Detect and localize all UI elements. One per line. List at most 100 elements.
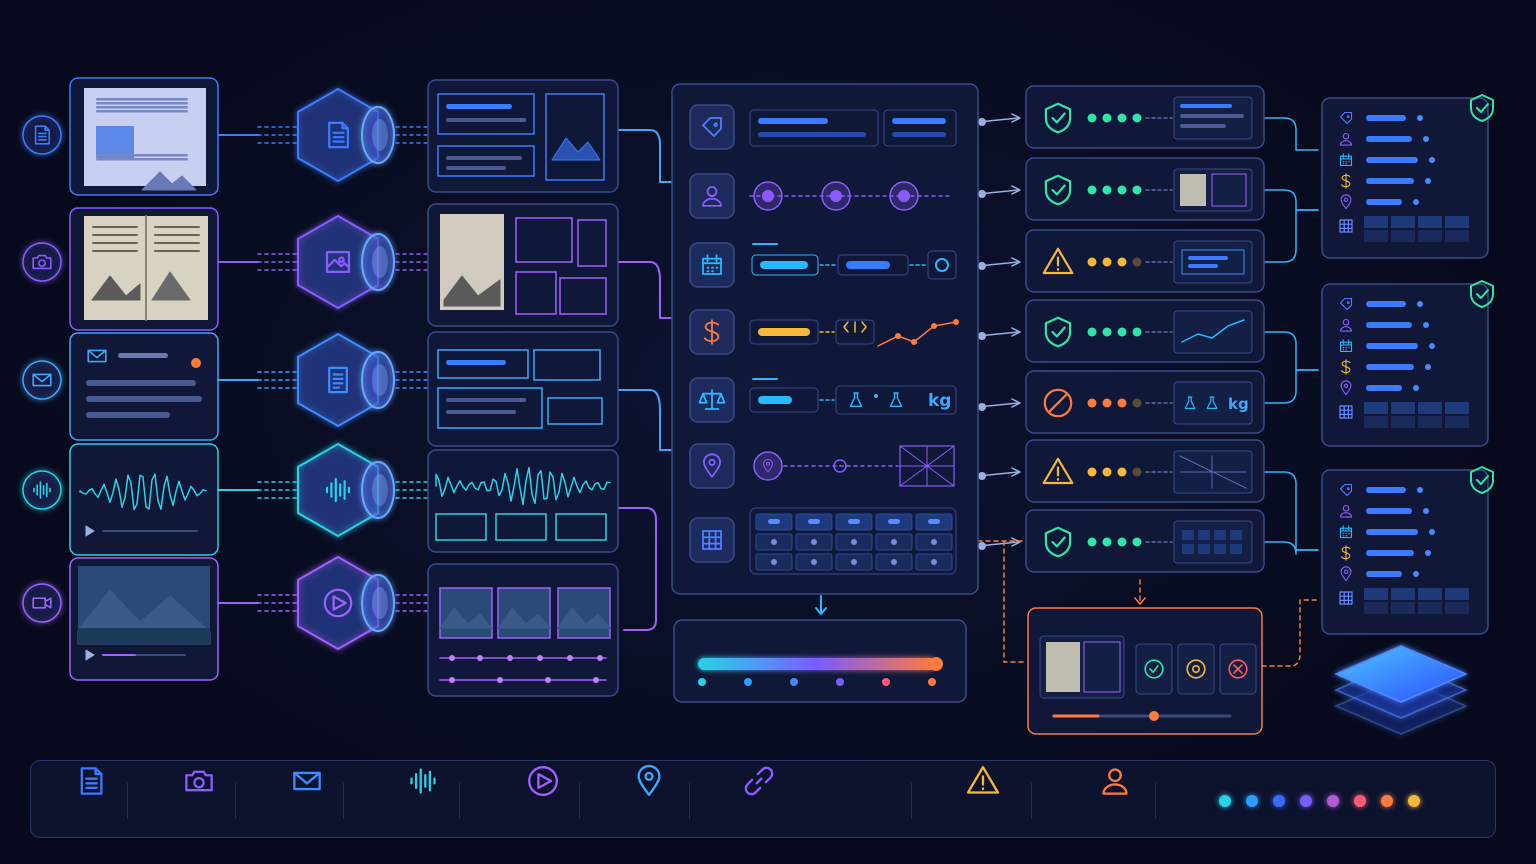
extraction-field-6 — [689, 507, 957, 575]
timeline-marker — [449, 677, 455, 683]
camera-icon — [185, 770, 213, 792]
table-header-mark — [888, 519, 900, 524]
ocr-lens-1 — [297, 214, 395, 310]
validation-dot — [1117, 185, 1127, 195]
table-cell-mark — [931, 559, 937, 565]
flask-icon — [849, 392, 863, 407]
notebook-text-line — [154, 242, 200, 244]
database-stack — [1334, 645, 1468, 735]
timeline-marker — [597, 655, 603, 661]
legend-bar — [30, 760, 1496, 838]
lens-glass — [361, 574, 395, 632]
legend-user-icon[interactable] — [1095, 761, 1135, 801]
lens-glass-inner — [372, 119, 388, 151]
flask-icon — [1206, 396, 1218, 410]
output-table-cell — [1445, 588, 1469, 600]
preview-line — [1180, 124, 1226, 128]
stage-dot — [744, 678, 752, 686]
output-field-dot — [1413, 199, 1419, 205]
output-table-cell — [1418, 588, 1442, 600]
legend-dot — [1381, 795, 1393, 807]
link-icon — [744, 766, 774, 796]
region-line — [446, 156, 522, 160]
validation-dot — [1132, 327, 1142, 337]
dollar-icon — [1341, 545, 1351, 561]
legend-link-icon[interactable] — [739, 761, 779, 801]
legend-map-pin-icon[interactable] — [629, 761, 669, 801]
user-icon — [1339, 505, 1353, 518]
region-box — [437, 387, 543, 429]
email-subject — [118, 353, 168, 358]
weight-unit-label: kg — [928, 391, 951, 411]
link-arrow — [1011, 257, 1021, 267]
dollar-icon — [703, 319, 720, 345]
validation-dot — [1102, 113, 1112, 123]
media-card — [69, 443, 219, 556]
field-value-box — [749, 109, 879, 147]
link-origin — [978, 332, 986, 340]
user-icon — [1339, 133, 1353, 146]
document-mountain — [141, 171, 197, 191]
warning-icon — [1042, 247, 1074, 275]
notebook-text-line — [92, 242, 138, 244]
video-play-button — [85, 649, 95, 661]
legend-document-icon[interactable] — [71, 761, 111, 801]
camera-badge — [22, 242, 62, 282]
preview-cell — [1198, 530, 1210, 540]
entity-core — [898, 190, 910, 202]
map-pin-icon — [702, 453, 722, 478]
legend-play-icon[interactable] — [523, 761, 563, 801]
amount-box — [835, 319, 875, 345]
extraction-field-0 — [689, 104, 957, 150]
mail-icon — [87, 349, 107, 363]
email-line — [86, 412, 170, 418]
legend-waveform-icon[interactable] — [403, 761, 443, 801]
legend-mail-icon[interactable] — [287, 761, 327, 801]
stage-dot — [836, 678, 844, 686]
warning-icon — [966, 766, 1000, 794]
legend-camera-icon[interactable] — [179, 761, 219, 801]
output-field-bar — [1366, 136, 1412, 142]
lens-glass-inner — [372, 474, 388, 506]
amount-trend-point — [931, 323, 937, 329]
link-parse-to-extract — [617, 389, 673, 451]
preview-trend — [1181, 319, 1245, 343]
output-field-dot — [1423, 508, 1429, 514]
email-line — [86, 380, 196, 386]
link-arrow — [1011, 537, 1021, 547]
table-cell-mark — [771, 559, 777, 565]
approve-button[interactable] — [1135, 643, 1173, 695]
region-line — [446, 118, 526, 122]
location-waypoint — [833, 459, 847, 473]
validation-dot — [1087, 537, 1097, 547]
output-field-dot — [1413, 571, 1419, 577]
output-record-0 — [1321, 94, 1494, 259]
tag-icon — [1339, 111, 1353, 125]
validation-dot — [1132, 537, 1142, 547]
legend-warning-icon[interactable] — [963, 761, 1003, 801]
legend-separator — [911, 783, 912, 819]
timeline-marker — [497, 677, 503, 683]
parsed-layout-2 — [427, 331, 619, 447]
shield-check-icon — [1470, 94, 1494, 122]
preview-cell — [1214, 544, 1226, 554]
validation-dot — [1102, 537, 1112, 547]
field-icon-tile — [689, 104, 735, 150]
output-field-bar — [1366, 343, 1418, 349]
parsed-layout-4 — [427, 563, 619, 697]
date-box — [837, 254, 909, 276]
measure-box — [749, 387, 819, 413]
calendar-icon — [1339, 153, 1353, 167]
entity-core — [830, 190, 842, 202]
keyframe-mountain — [439, 607, 493, 629]
map-pin-icon — [763, 459, 773, 473]
table-icon — [1339, 219, 1353, 233]
lens-glass — [361, 106, 395, 164]
legend-separator — [1155, 783, 1156, 819]
link-arrow — [1011, 113, 1021, 123]
date-value — [760, 261, 808, 269]
segment-box — [555, 513, 607, 541]
keyframe-box — [439, 587, 493, 639]
output-field-bar — [1366, 157, 1418, 163]
output-table-cell — [1418, 230, 1442, 242]
